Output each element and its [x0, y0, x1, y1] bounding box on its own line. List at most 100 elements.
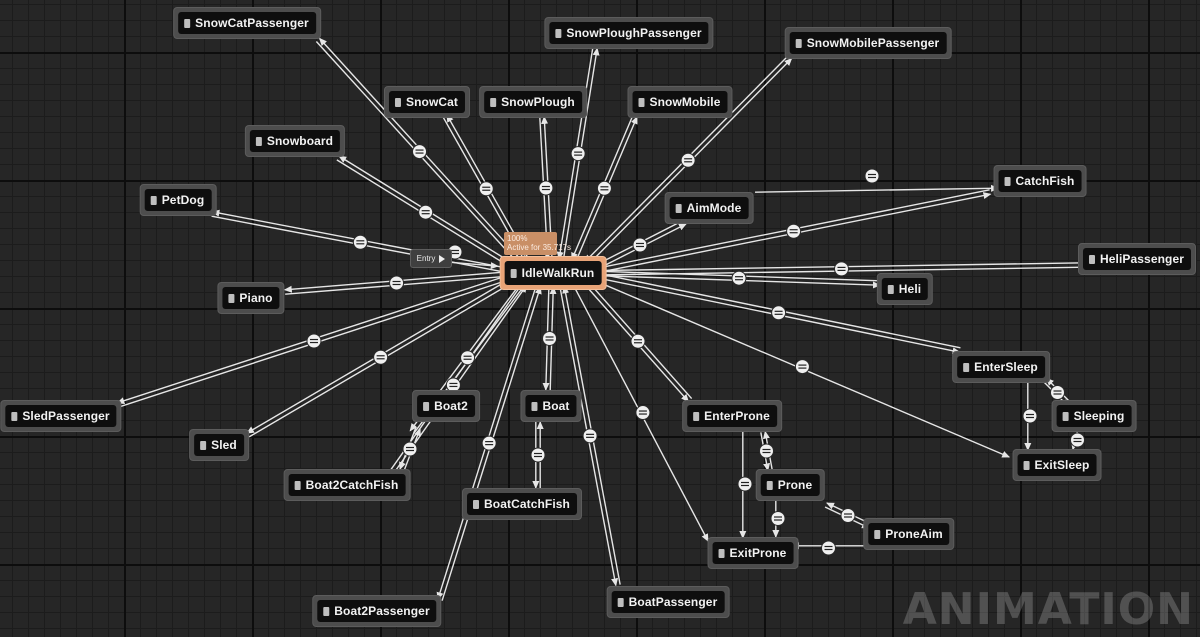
transition-rule-icon[interactable] — [352, 234, 368, 250]
transition-rule-icon[interactable] — [402, 441, 418, 457]
transition-rule-icon[interactable] — [418, 204, 434, 220]
active-time: Active for 35.717s — [507, 243, 572, 252]
state-node-helipassenger[interactable]: HeliPassenger — [1077, 243, 1197, 275]
entry-node[interactable]: Entry — [410, 249, 452, 268]
state-label: Sled — [211, 438, 237, 452]
transition-rule-icon[interactable] — [306, 333, 322, 349]
transition-rule-icon[interactable] — [596, 180, 612, 196]
transition-rule-icon[interactable] — [840, 508, 856, 523]
state-node-exitsleep[interactable]: ExitSleep — [1012, 449, 1102, 481]
state-icon — [255, 136, 262, 146]
state-label: BoatPassenger — [628, 595, 718, 609]
state-node-petdog[interactable]: PetDog — [139, 184, 217, 216]
state-node-snowploughpassenger[interactable]: SnowPloughPassenger — [544, 17, 714, 49]
transition-rule-icon[interactable] — [1022, 408, 1038, 424]
state-icon — [228, 293, 235, 303]
transition-line[interactable] — [755, 184, 1000, 193]
state-node-enterprone[interactable]: EnterProne — [682, 400, 782, 432]
state-node-entersleep[interactable]: EnterSleep — [952, 351, 1050, 383]
state-node-boat2passenger[interactable]: Boat2Passenger — [312, 595, 442, 627]
transition-rule-icon[interactable] — [538, 180, 554, 196]
transition-rule-icon[interactable] — [460, 350, 476, 366]
state-icon — [473, 499, 480, 509]
state-node-boat2[interactable]: Boat2 — [412, 390, 480, 422]
transition-rule-icon[interactable] — [412, 144, 428, 160]
transition-rule-icon[interactable] — [731, 270, 747, 286]
state-node-exitprone[interactable]: ExitProne — [707, 537, 799, 569]
state-icon — [294, 480, 301, 490]
state-icon — [874, 529, 881, 539]
state-node-snowcatpassenger[interactable]: SnowCatPassenger — [173, 7, 321, 39]
entry-label: Entry — [416, 254, 436, 263]
transition-rule-icon[interactable] — [530, 447, 546, 463]
transition-rule-icon[interactable] — [1070, 432, 1085, 448]
state-label: PetDog — [161, 193, 205, 207]
active-percent: 100% — [507, 234, 528, 243]
transition-rule-icon[interactable] — [770, 511, 786, 526]
transition-rule-icon[interactable] — [632, 237, 648, 253]
state-node-snowmobile[interactable]: SnowMobile — [627, 86, 733, 118]
state-node-sledpassenger[interactable]: SledPassenger — [0, 400, 122, 432]
state-node-boat[interactable]: Boat — [520, 390, 582, 422]
state-node-snowmobilepassenger[interactable]: SnowMobilePassenger — [784, 27, 952, 59]
transition-rule-icon[interactable] — [786, 223, 802, 239]
state-icon — [675, 203, 682, 213]
transition-rule-icon[interactable] — [481, 435, 497, 451]
transition-rule-icon[interactable] — [759, 443, 774, 459]
transition-rule-icon[interactable] — [373, 349, 389, 365]
state-node-sleeping[interactable]: Sleeping — [1051, 400, 1137, 432]
state-icon — [510, 268, 517, 278]
state-icon — [555, 28, 562, 38]
transition-rule-icon[interactable] — [389, 275, 405, 291]
state-label: SledPassenger — [22, 409, 110, 423]
state-label: Piano — [239, 291, 273, 305]
state-label: Boat2 — [434, 399, 468, 413]
state-label: CatchFish — [1015, 174, 1075, 188]
state-node-proneaim[interactable]: ProneAim — [863, 518, 955, 550]
state-icon — [11, 411, 18, 421]
state-icon — [1004, 176, 1011, 186]
transition-rule-icon[interactable] — [570, 146, 586, 162]
state-icon — [638, 97, 645, 107]
state-icon — [718, 548, 725, 558]
transition-rule-icon[interactable] — [833, 261, 849, 277]
state-node-catchfish[interactable]: CatchFish — [993, 165, 1087, 197]
state-node-boatcatchfish[interactable]: BoatCatchFish — [462, 488, 582, 520]
transition-rule-icon[interactable] — [771, 305, 787, 321]
state-label: Snowboard — [266, 134, 334, 148]
state-label: EnterSleep — [974, 360, 1038, 374]
transition-rule-icon[interactable] — [864, 168, 880, 184]
state-node-snowcat[interactable]: SnowCat — [383, 86, 471, 118]
state-icon — [531, 401, 538, 411]
transition-rule-icon[interactable] — [737, 476, 753, 492]
state-node-heli[interactable]: Heli — [876, 273, 934, 305]
state-node-sled[interactable]: Sled — [189, 429, 249, 461]
state-node-aimmode[interactable]: AimMode — [664, 192, 754, 224]
state-label: SnowPlough — [501, 95, 575, 109]
transition-rule-icon[interactable] — [582, 428, 598, 444]
state-node-snowboard[interactable]: Snowboard — [244, 125, 346, 157]
state-node-idlewalkrun[interactable]: IdleWalkRun — [499, 256, 607, 290]
state-node-boatpassenger[interactable]: BoatPassenger — [606, 586, 730, 618]
state-icon — [423, 401, 430, 411]
state-icon — [795, 38, 802, 48]
transition-rule-icon[interactable] — [635, 405, 651, 421]
state-node-snowplough[interactable]: SnowPlough — [479, 86, 587, 118]
state-label: IdleWalkRun — [521, 266, 595, 280]
state-label: Prone — [777, 478, 813, 492]
state-node-prone[interactable]: Prone — [755, 469, 825, 501]
state-label: EnterProne — [704, 409, 770, 423]
state-label: SnowPloughPassenger — [566, 26, 702, 40]
transition-rule-icon[interactable] — [445, 377, 461, 393]
transition-rule-icon[interactable] — [1050, 385, 1065, 400]
transition-rule-icon[interactable] — [630, 333, 646, 349]
transition-rule-icon[interactable] — [794, 359, 810, 375]
state-label: Boat2CatchFish — [305, 478, 399, 492]
transition-rule-icon[interactable] — [542, 330, 558, 346]
transition-rule-icon[interactable] — [478, 181, 494, 197]
state-node-piano[interactable]: Piano — [217, 282, 285, 314]
transition-rule-icon[interactable] — [821, 540, 836, 556]
transition-rule-icon[interactable] — [680, 152, 696, 168]
state-label: AimMode — [686, 201, 742, 215]
state-node-boat2catchfish[interactable]: Boat2CatchFish — [283, 469, 411, 501]
